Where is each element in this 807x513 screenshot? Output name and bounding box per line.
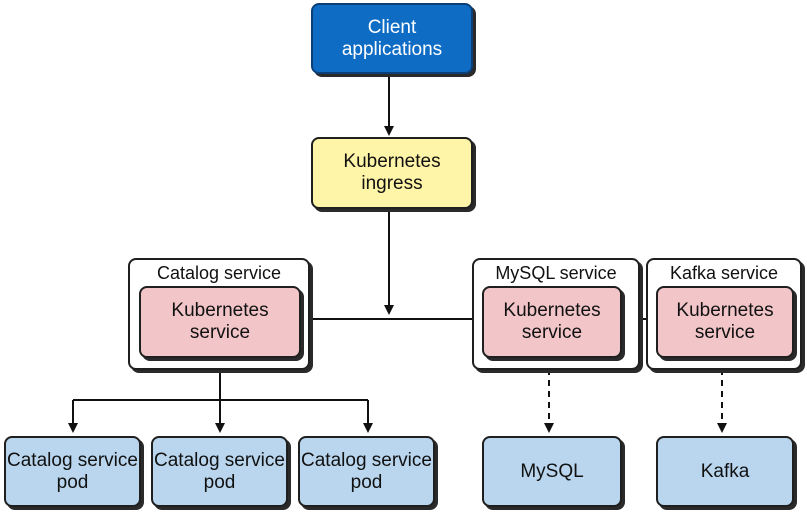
kubernetes-ingress-label: Kubernetes ingress	[343, 151, 441, 194]
pod-label: Catalog service pod	[7, 449, 138, 493]
client-applications-box: Client applications	[311, 3, 473, 74]
catalog-kubernetes-service-box: Kubernetes service	[139, 286, 301, 358]
pod-label: Catalog service pod	[154, 449, 285, 493]
catalog-service-title: Catalog service	[156, 263, 282, 283]
catalog-kubernetes-service-label: Kubernetes service	[171, 300, 269, 343]
mysql-kubernetes-service-label: Kubernetes service	[503, 300, 601, 343]
kafka-kubernetes-service-label: Kubernetes service	[676, 300, 774, 343]
mysql-label: MySQL	[520, 460, 584, 482]
mysql-service-title: MySQL service	[495, 263, 617, 283]
kafka-service-title: Kafka service	[669, 263, 779, 283]
kafka-label: Kafka	[700, 460, 750, 482]
kafka-box: Kafka	[656, 436, 794, 507]
catalog-service-pod-3: Catalog service pod	[298, 436, 435, 507]
mysql-box: MySQL	[482, 436, 622, 507]
kubernetes-ingress-box: Kubernetes ingress	[311, 137, 473, 209]
catalog-service-pod-2: Catalog service pod	[151, 436, 288, 507]
pod-label: Catalog service pod	[301, 449, 432, 493]
catalog-service-pod-1: Catalog service pod	[4, 436, 141, 507]
mysql-kubernetes-service-box: Kubernetes service	[482, 286, 622, 358]
kafka-kubernetes-service-box: Kubernetes service	[656, 286, 794, 358]
client-applications-label: Client applications	[341, 16, 443, 60]
